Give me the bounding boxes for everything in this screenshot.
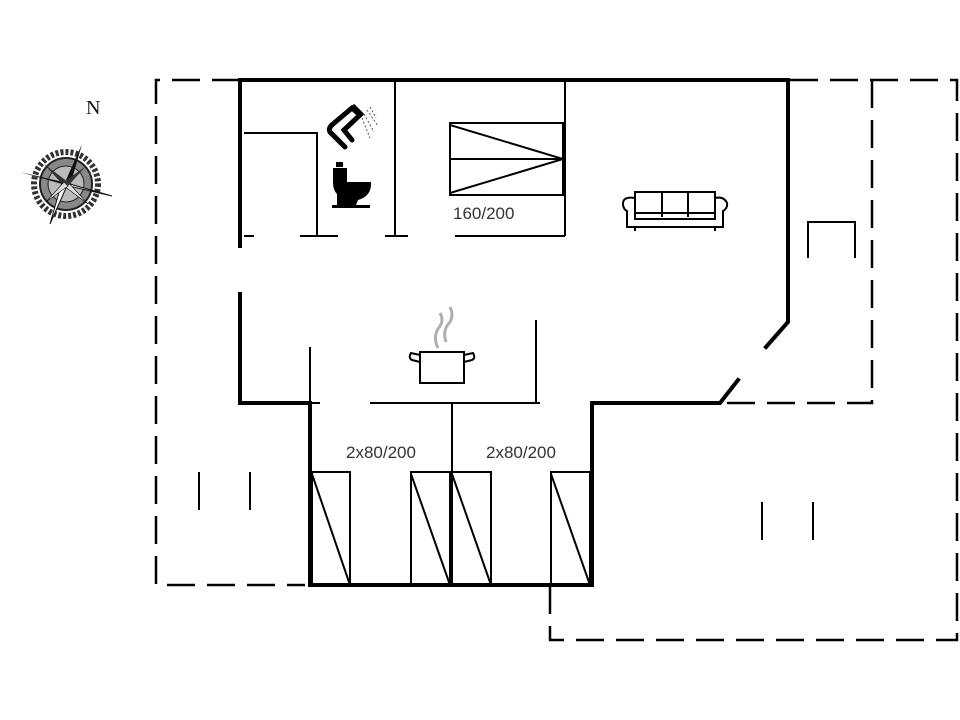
- cooking-pot-icon: [408, 306, 476, 384]
- sofa-icon: [621, 191, 729, 231]
- bedroom-3-bed-label: 2x80/200: [486, 443, 556, 462]
- shower-icon: [326, 103, 379, 150]
- single-bed-icon: [451, 471, 492, 586]
- single-bed-icon: [410, 471, 451, 586]
- terrace-outlines: [154, 78, 959, 642]
- exterior-walls: [238, 78, 790, 587]
- terrace-bench-marks: [198, 221, 856, 540]
- compass-rose-icon: [20, 144, 113, 225]
- interior-walls: [244, 80, 566, 585]
- toilet-icon: [332, 162, 372, 208]
- bedroom-2-bed-label: 2x80/200: [346, 443, 416, 462]
- bedroom-1-bed-label: 160/200: [453, 204, 515, 223]
- north-label: N: [86, 97, 101, 119]
- double-bed-icon: [449, 122, 567, 196]
- single-bed-icon: [311, 471, 351, 586]
- single-bed-icon: [550, 471, 591, 586]
